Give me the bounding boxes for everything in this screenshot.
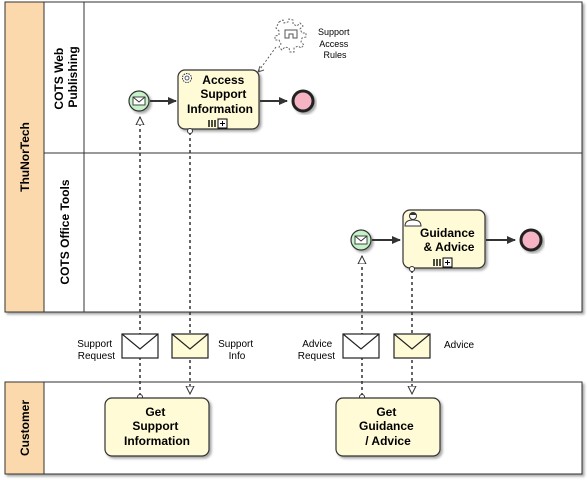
- message-flow-advice: [410, 266, 415, 395]
- svg-text:Support Info: Support Info: [218, 339, 256, 362]
- message-support-info[interactable]: Support Info: [171, 333, 256, 362]
- gear-icon: [274, 18, 307, 53]
- envelope-icon: [121, 333, 159, 359]
- task-guidance-advice[interactable]: Guidance & Advice: [402, 209, 486, 269]
- office-start-message-event[interactable]: [350, 229, 372, 251]
- svg-text:Advice: Advice: [444, 340, 474, 351]
- thunortech-pool-label: ThuNorTech: [18, 122, 32, 192]
- message-advice[interactable]: Advice: [393, 333, 474, 359]
- lane-web-publishing-header: [43, 1, 85, 154]
- envelope-icon: [171, 333, 209, 359]
- service-task-gear-icon: [182, 73, 192, 83]
- task-access-support-information[interactable]: Access Support Information: [177, 69, 260, 130]
- multi-instance-subprocess-icon: [208, 118, 228, 129]
- user-task-person-icon: [404, 212, 422, 227]
- svg-text:Advice Request: Advice Request: [298, 339, 335, 362]
- svg-text:Support Access Rul: Support Access Rules: [318, 27, 352, 60]
- web-end-event[interactable]: [291, 89, 315, 113]
- message-advice-request[interactable]: Advice Request: [298, 333, 380, 362]
- lane-office-tools-header: [43, 152, 85, 313]
- web-start-message-event[interactable]: [128, 90, 150, 112]
- multi-instance-subprocess-icon: [433, 257, 453, 268]
- svg-text:Guidance & Advice: Guidance & Advice: [420, 226, 478, 254]
- thunortech-pool-header: [4, 1, 45, 313]
- message-support-request[interactable]: Support Request: [77, 333, 159, 362]
- support-access-rules-annotation: Support Access Rules: [257, 18, 352, 73]
- task-get-guidance-advice[interactable]: Get Guidance / Advice: [335, 397, 441, 457]
- svg-text:Access Support Inf: Access Support Information: [187, 73, 253, 116]
- envelope-icon: [342, 333, 380, 359]
- envelope-icon: [354, 235, 368, 245]
- thunortech-pool: ThuNorTech COTS Web Publishing COTS Offi…: [4, 1, 583, 313]
- svg-text:Support Request: Support Request: [77, 339, 115, 362]
- task-get-support-information[interactable]: Get Support Information: [104, 397, 210, 457]
- svg-text:Get Support Inform: Get Support Information: [124, 405, 190, 448]
- office-end-event[interactable]: [519, 228, 543, 252]
- envelope-icon: [393, 333, 431, 359]
- customer-pool: Customer: [4, 381, 583, 475]
- svg-text:Get Guidance / Adv: Get Guidance / Advice: [359, 405, 417, 448]
- customer-pool-label: Customer: [18, 400, 32, 456]
- lane-office-tools-label: COTS Office Tools: [58, 179, 72, 284]
- envelope-icon: [132, 96, 146, 106]
- lane-web-publishing-label: COTS Web Publishing: [52, 44, 80, 109]
- customer-pool-header: [4, 381, 45, 475]
